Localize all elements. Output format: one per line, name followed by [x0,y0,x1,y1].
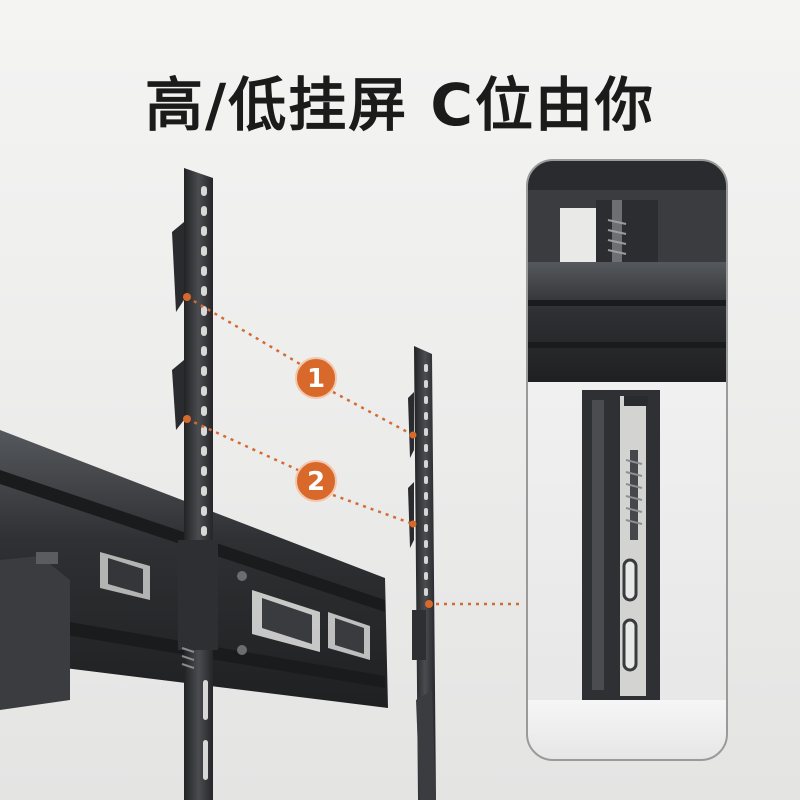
leader-line-1b [332,390,414,437]
marker-2-label: 2 [307,467,325,497]
marker-1: 1 [295,357,337,399]
marker-2: 2 [295,460,337,502]
left-vertical-bracket [172,168,218,800]
right-vertical-bracket [408,346,436,800]
leader-line-2b [332,493,414,526]
headline-title: 高/低挂屏 C位由你 [145,71,655,139]
zoom-detail-panel [526,159,728,761]
marker-1-label: 1 [307,364,325,394]
leader-line-1a [186,295,301,366]
leader-lines [186,295,524,606]
